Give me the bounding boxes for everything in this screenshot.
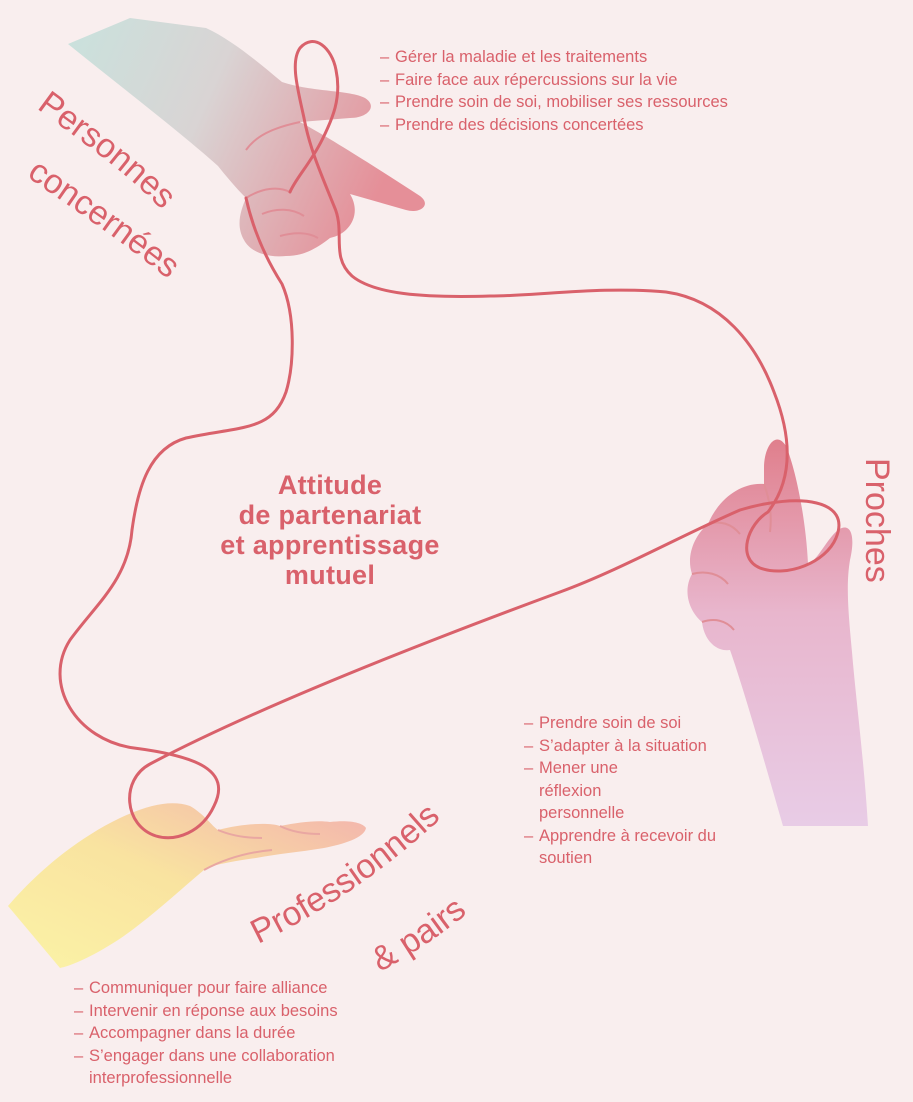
list-item: S’adapter à la situation [524,735,774,758]
list-item: Accompagner dans la durée [74,1022,394,1045]
label-pros-line2: & pairs [365,890,473,979]
center-title-line4: mutuel [220,560,440,590]
center-title-line1: Attitude [220,470,440,500]
list-item: Mener une réflexion personnelle [524,757,679,825]
personnes-list: Gérer la maladie et les traitements Fair… [380,46,728,136]
list-item: Gérer la maladie et les traitements [380,46,728,69]
list-item: Intervenir en réponse aux besoins [74,1000,394,1023]
list-item: Apprendre à recevoir du soutien [524,825,729,870]
list-item: Prendre des décisions concertées [380,114,728,137]
proches-list: Prendre soin de soi S’adapter à la situa… [524,712,774,870]
list-item: Faire face aux répercussions sur la vie [380,69,728,92]
pros-list: Communiquer pour faire alliance Interven… [74,977,394,1090]
list-item: Prendre soin de soi [524,712,774,735]
list-item: S’engager dans une collaboration interpr… [74,1045,394,1090]
center-title-line2: de partenariat [220,500,440,530]
center-title: Attitude de partenariat et apprentissage… [220,470,440,590]
center-title-line3: et apprentissage [220,530,440,560]
label-proches: Proches [858,458,896,583]
list-item: Communiquer pour faire alliance [74,977,394,1000]
list-item: Prendre soin de soi, mobiliser ses resso… [380,91,728,114]
